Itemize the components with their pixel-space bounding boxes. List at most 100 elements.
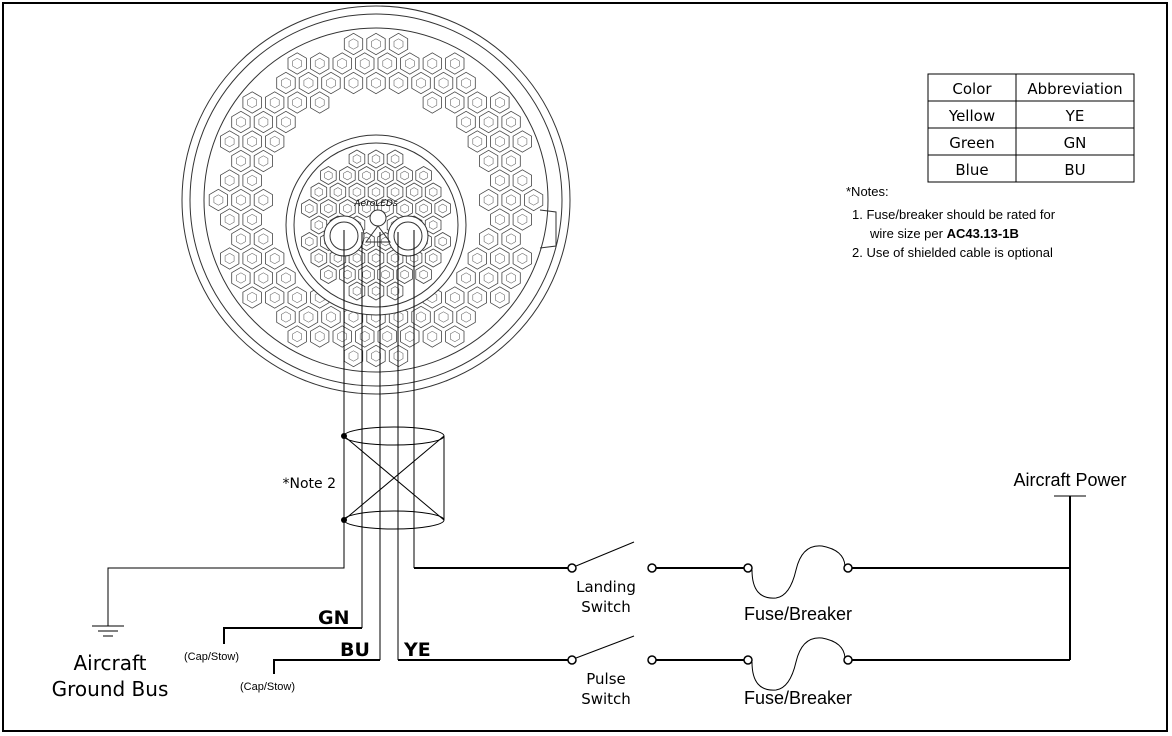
lens-hex-inner bbox=[258, 194, 269, 206]
lens-hex-inner bbox=[483, 272, 494, 284]
lens-hex-inner bbox=[348, 38, 359, 50]
lens-hex-inner bbox=[461, 77, 471, 89]
lens-hex bbox=[265, 130, 285, 153]
lens-hex-inner bbox=[314, 253, 323, 263]
lens-hex bbox=[479, 149, 499, 173]
shield-dot-top bbox=[341, 433, 347, 439]
lens-hex bbox=[467, 286, 487, 309]
lens-hex bbox=[479, 266, 499, 290]
lens-hex bbox=[276, 266, 296, 290]
lens-hex-inner bbox=[371, 187, 381, 197]
lens-hex-inner bbox=[483, 116, 494, 128]
lens-hex bbox=[415, 265, 432, 284]
lens-hex-inner bbox=[495, 252, 505, 265]
lens-hex-inner bbox=[461, 116, 471, 128]
lens-hex bbox=[265, 91, 285, 114]
lens-hex-inner bbox=[506, 194, 516, 206]
lens-hex bbox=[332, 52, 352, 75]
shield-top-ellipse bbox=[343, 426, 445, 446]
lens-hex-inner bbox=[450, 291, 460, 304]
lens-hex-inner bbox=[269, 135, 280, 148]
lens-hex-inner bbox=[258, 116, 269, 128]
lens-hex-inner bbox=[281, 77, 291, 89]
lens-hex-inner bbox=[483, 194, 494, 206]
power-source: Aircraft Power bbox=[1013, 470, 1127, 660]
fuse-top-label: Fuse/Breaker bbox=[744, 604, 852, 624]
lens-hex bbox=[310, 91, 330, 114]
lens-hex-inner bbox=[461, 272, 471, 284]
pulse-switch-term-b bbox=[647, 655, 657, 665]
lens-hex bbox=[400, 52, 420, 75]
lens-hex bbox=[276, 71, 296, 95]
lens-hex-inner bbox=[247, 252, 257, 265]
ground-label-2: Ground Bus bbox=[52, 677, 169, 701]
note2-label: *Note 2 bbox=[283, 476, 337, 492]
lens-hex bbox=[396, 265, 413, 284]
lens-hex-inner bbox=[292, 96, 302, 109]
lens-hex-inner bbox=[281, 116, 291, 128]
lens-hex bbox=[231, 266, 251, 290]
lens-hex-inner bbox=[236, 194, 246, 206]
lens-hex bbox=[400, 325, 420, 348]
lens-hex bbox=[367, 182, 385, 202]
lens-hex-inner bbox=[483, 155, 494, 167]
lamp-hub-inner bbox=[293, 142, 459, 308]
lens-hex bbox=[411, 71, 431, 95]
lens-hex-inner bbox=[305, 203, 314, 214]
lens-hex bbox=[388, 32, 409, 56]
lens-hex-inner bbox=[247, 135, 257, 148]
lamp-bezel bbox=[189, 13, 563, 387]
lens-hex-inner bbox=[390, 253, 400, 263]
lens-hex-inner bbox=[224, 252, 235, 265]
lamp-lens bbox=[203, 27, 549, 373]
lens-hex-inner bbox=[506, 155, 516, 167]
lens-hex bbox=[501, 110, 521, 134]
fuse-top-term-b bbox=[843, 563, 853, 573]
fuse-bottom-label: Fuse/Breaker bbox=[744, 688, 852, 708]
color-table-cell: BU bbox=[1064, 161, 1085, 179]
lens-hex-inner bbox=[517, 213, 528, 226]
lens-hex-inner bbox=[352, 286, 362, 296]
pulse-switch-blade bbox=[575, 635, 635, 659]
lens-hex bbox=[367, 248, 385, 268]
lens-hex-inner bbox=[450, 330, 460, 343]
lens-hex bbox=[343, 71, 364, 95]
lens-hex bbox=[490, 169, 510, 192]
lens-hex bbox=[386, 281, 404, 301]
lens-hex bbox=[456, 71, 476, 95]
lens-hex-inner bbox=[427, 330, 438, 343]
lens-hex-inner bbox=[438, 311, 449, 323]
lens-hex-inner bbox=[381, 203, 390, 214]
lens-hex-inner bbox=[400, 269, 409, 280]
lens-hex-inner bbox=[400, 170, 409, 181]
lens-hex bbox=[355, 52, 375, 75]
lens-hex-inner bbox=[305, 236, 314, 247]
lens-hex bbox=[265, 286, 285, 309]
ground-wire bbox=[107, 520, 345, 626]
lens-hex-inner bbox=[472, 135, 483, 148]
lens-hex-inner bbox=[405, 57, 415, 70]
lens-hex-inner bbox=[382, 57, 393, 70]
lens-hex bbox=[424, 182, 442, 202]
lens-hex-inner bbox=[352, 187, 362, 197]
lens-hex bbox=[242, 130, 262, 153]
lens-hex bbox=[367, 149, 385, 169]
lens-hex-inner bbox=[314, 330, 325, 343]
lens-hex-inner bbox=[393, 77, 404, 89]
lens-hex bbox=[524, 188, 544, 212]
lens-hex-inner bbox=[213, 194, 224, 206]
lens-hex bbox=[355, 325, 375, 348]
lens-hex bbox=[242, 91, 262, 114]
lens-hex bbox=[512, 208, 532, 231]
ground-label-1: Aircraft bbox=[73, 651, 146, 675]
lens-hex-inner bbox=[461, 311, 471, 323]
lens-hex bbox=[321, 71, 341, 95]
lens-hex-inner bbox=[314, 220, 323, 230]
fuse-top-term-a bbox=[743, 563, 753, 573]
landing-switch-term-b bbox=[647, 563, 657, 573]
lens-hex bbox=[348, 182, 366, 202]
lens-hex bbox=[366, 71, 386, 95]
lens-hex-inner bbox=[506, 116, 516, 128]
lens-hex-inner bbox=[224, 213, 235, 226]
